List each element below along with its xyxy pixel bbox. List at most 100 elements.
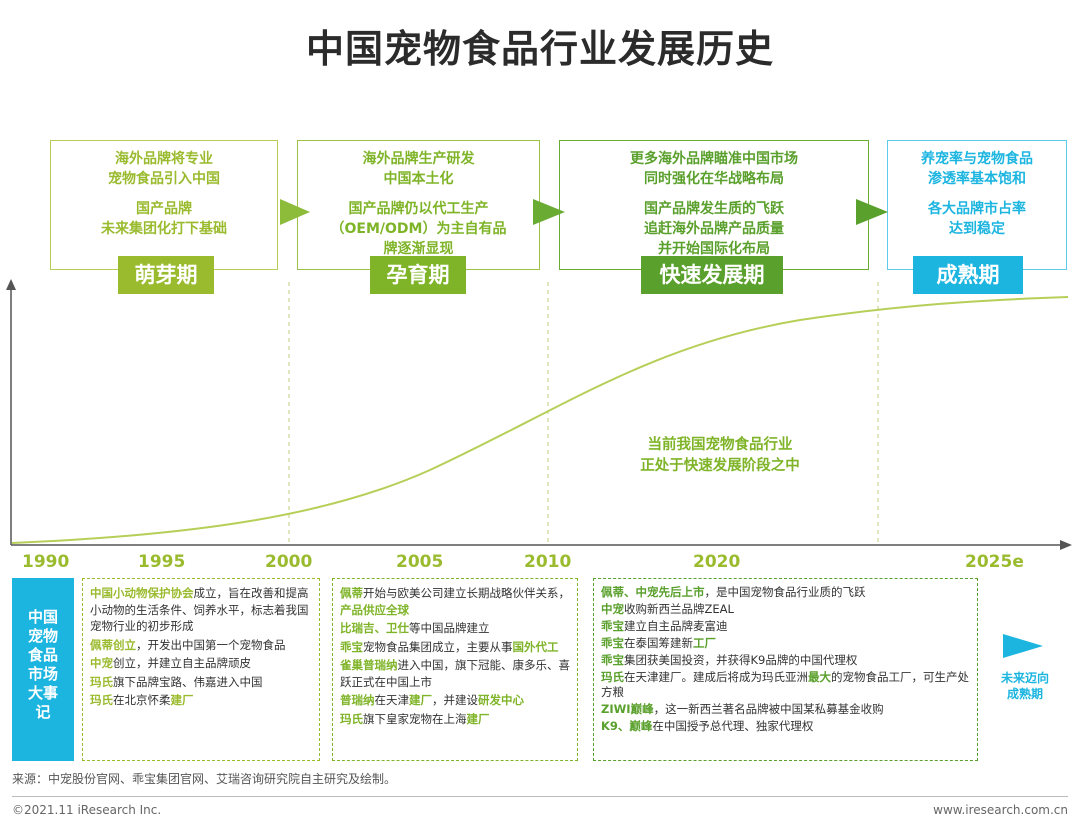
- event-item: 乖宝宠物食品集团成立，主要从事国外代工: [340, 639, 570, 656]
- future-line: 未来迈向: [1000, 671, 1049, 685]
- event-text: 进入中国，旗下冠能、康多乐、喜跃正式在中国上市: [340, 658, 570, 689]
- event-text: 建立自主品牌麦富迪: [624, 619, 728, 633]
- stage-text: 更多海外品牌瞄准中国市场: [630, 151, 798, 167]
- event-highlight: K9、巅峰: [601, 719, 653, 733]
- year-label: 2000: [265, 552, 313, 572]
- event-item: 乖宝建立自主品牌麦富迪: [601, 619, 970, 634]
- event-text: 等中国品牌建立: [409, 621, 490, 635]
- stage-text: 并开始国际化布局: [658, 241, 770, 257]
- event-item: ZIWI巅峰，这一新西兰著名品牌被中国某私募基金收购: [601, 702, 970, 717]
- stage-text: 海外品牌生产研发: [362, 151, 475, 167]
- event-item: K9、巅峰在中国授予总代理、独家代理权: [601, 719, 970, 734]
- event-highlight: 比瑞吉、卫仕: [340, 621, 409, 635]
- event-text: ，这一新西兰著名品牌被中国某私募基金收购: [653, 702, 884, 716]
- event-item: 佩蒂开始与欧美公司建立长期战略伙伴关系，产品供应全球: [340, 585, 570, 618]
- event-highlight: 玛氏: [601, 670, 624, 684]
- event-text: 收购新西兰品牌ZEAL: [624, 602, 734, 616]
- event-text: 宠物食品集团成立，主要从事: [363, 639, 513, 654]
- stage-text: 宠物食品引入中国: [108, 171, 220, 187]
- event-highlight: 乖宝: [340, 639, 363, 654]
- stage-text: 国产品牌发生质的飞跃: [644, 201, 784, 217]
- stage-box-mature: 养宠率与宠物食品 渗透率基本饱和 各大品牌市占率 达到稳定: [887, 140, 1067, 270]
- website-link[interactable]: www.iresearch.com.cn: [933, 803, 1068, 817]
- stage-label-mature: 成熟期: [913, 256, 1023, 294]
- event-item: 普瑞纳在天津建厂，并建设研发中心: [340, 692, 570, 709]
- year-label: 2025e: [965, 552, 1024, 572]
- future-arrow-icon: [1003, 634, 1043, 658]
- event-highlight: ZIWI巅峰: [601, 702, 654, 716]
- event-item: 玛氏旗下品牌宝路、伟嘉进入中国: [90, 674, 312, 691]
- event-highlight: 玛氏: [90, 674, 113, 689]
- event-highlight: 乖宝: [601, 636, 624, 650]
- event-text: 在天津: [374, 693, 410, 707]
- event-highlight: 中国小动物保护协会: [90, 586, 194, 600]
- stage-label-rapid: 快速发展期: [641, 256, 783, 294]
- stage-box-incubation: 海外品牌生产研发 中国本土化 国产品牌仍以代工生产 （OEM/ODM）为主自有品…: [297, 140, 540, 270]
- event-text: ，是中国宠物食品行业质的飞跃: [704, 585, 866, 599]
- stage-text: 渗透率基本饱和: [928, 171, 1026, 187]
- event-highlight: 国外代工: [512, 639, 559, 654]
- year-label: 2010: [524, 552, 572, 572]
- stage-label-incubation: 孕育期: [370, 256, 466, 294]
- event-highlight: 乖宝: [601, 619, 624, 633]
- event-text: 创立，并建立自主品牌顽皮: [113, 656, 251, 670]
- event-item: 比瑞吉、卫仕等中国品牌建立: [340, 620, 570, 637]
- events-box-1: 中国小动物保护协会成立，旨在改善和提高小动物的生活条件、饲养水平，标志着我国宠物…: [82, 578, 320, 761]
- event-item: 中宠收购新西兰品牌ZEAL: [601, 602, 970, 617]
- event-item: 乖宝集团获美国投资，并获得K9品牌的中国代理权: [601, 653, 970, 668]
- stage-text: 国产品牌仍以代工生产: [348, 201, 489, 217]
- y-axis-arrow-icon: [6, 279, 16, 290]
- stage-text: 养宠率与宠物食品: [921, 151, 1033, 167]
- stage-text: 海外品牌将专业: [115, 151, 213, 167]
- event-text: 集团获美国投资，并获得K9品牌的中国代理权: [624, 653, 858, 667]
- event-highlight: 佩蒂、中宠先后上市: [601, 585, 705, 599]
- growth-curve: [11, 296, 1069, 544]
- stage-text: 各大品牌市占率: [928, 201, 1026, 217]
- event-text: 开始与欧美公司建立长期战略伙伴关系，: [363, 586, 570, 600]
- event-highlight: 建厂: [409, 693, 432, 707]
- stage-text: 牌逐渐显现: [383, 241, 454, 257]
- future-line: 成熟期: [1006, 687, 1043, 701]
- stage-box-budding: 海外品牌将专业 宠物食品引入中国 国产品牌 未来集团化打下基础: [50, 140, 278, 270]
- event-text: ，开发出中国第一个宠物食品: [136, 637, 286, 652]
- event-highlight: 研发中心: [478, 693, 524, 707]
- future-text: 未来迈向 成熟期: [985, 670, 1065, 702]
- event-highlight: 最大: [808, 670, 831, 684]
- stage-arrow-icon: [856, 199, 888, 225]
- page-title: 中国宠物食品行业发展历史: [305, 27, 774, 71]
- event-item: 雀巢普瑞纳进入中国，旗下冠能、康多乐、喜跃正式在中国上市: [340, 657, 570, 690]
- event-item: 玛氏在北京怀柔建厂: [90, 692, 312, 709]
- stage-text: 国产品牌: [136, 201, 192, 217]
- note-line: 正处于快速发展阶段之中: [640, 458, 800, 474]
- event-highlight: 雀巢普瑞纳: [340, 658, 398, 672]
- event-text: 在中国授予总代理、独家代理权: [652, 719, 814, 733]
- event-text: ，并建设: [432, 693, 478, 707]
- event-item: 佩蒂、中宠先后上市，是中国宠物食品行业质的飞跃: [601, 585, 970, 600]
- event-highlight: 玛氏: [90, 693, 113, 707]
- event-highlight: 玛氏: [340, 711, 363, 726]
- event-highlight: 中宠: [90, 656, 113, 670]
- x-axis-arrow-icon: [1060, 540, 1072, 550]
- trend-note: 当前我国宠物食品行业 正处于快速发展阶段之中: [600, 435, 840, 477]
- event-text: 旗下品牌宝路、伟嘉进入中国: [113, 674, 263, 689]
- stage-text: 同时强化在华战略布局: [644, 171, 784, 187]
- year-label: 2020: [693, 552, 741, 572]
- events-side-label: 中国宠物食品市场大事记: [12, 578, 74, 761]
- year-label: 1990: [22, 552, 70, 572]
- copyright: ©2021.11 iResearch Inc.: [12, 803, 162, 817]
- event-item: 佩蒂创立，开发出中国第一个宠物食品: [90, 637, 312, 654]
- note-line: 当前我国宠物食品行业: [647, 437, 793, 453]
- event-highlight: 佩蒂: [340, 586, 363, 600]
- event-highlight: 乖宝: [601, 653, 624, 667]
- event-highlight: 佩蒂创立: [90, 637, 136, 652]
- stage-arrow-icon: [280, 199, 310, 225]
- stage-text: 达到稳定: [949, 221, 1005, 237]
- stage-label-budding: 萌芽期: [118, 256, 214, 294]
- source-note: 来源：中宠股份官网、乖宝集团官网、艾瑞咨询研究院自主研究及绘制。: [12, 772, 397, 786]
- event-item: 玛氏在天津建厂。建成后将成为玛氏亚洲最大的宠物食品工厂，可生产处方粮: [601, 670, 970, 700]
- event-item: 中国小动物保护协会成立，旨在改善和提高小动物的生活条件、饲养水平，标志着我国宠物…: [90, 585, 312, 635]
- event-text: 在泰国筹建新: [624, 636, 693, 650]
- events-box-3: 佩蒂、中宠先后上市，是中国宠物食品行业质的飞跃 中宠收购新西兰品牌ZEAL 乖宝…: [593, 578, 978, 761]
- stage-arrow-icon: [533, 199, 565, 225]
